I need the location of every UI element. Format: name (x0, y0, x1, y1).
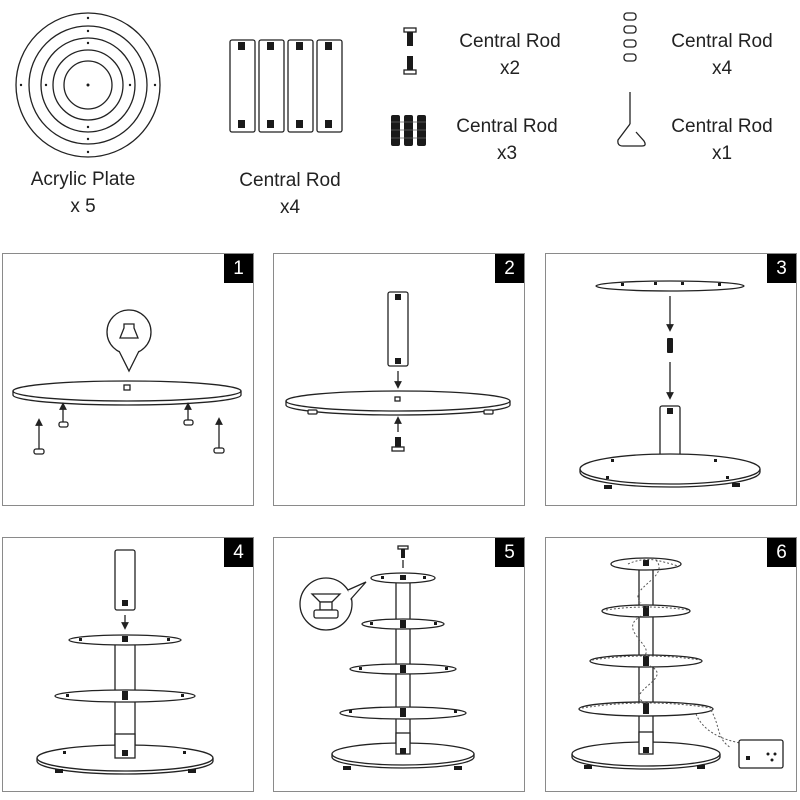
step-4-badge: 4 (224, 538, 253, 567)
hook-illustration (617, 92, 646, 147)
connector-label: Central Rod x3 (437, 113, 577, 167)
long-rods-illustration (229, 39, 343, 133)
acrylic-plate-label: Acrylic Plate x 5 (13, 166, 153, 220)
step-5-drawing (299, 545, 475, 770)
long-rod-label: Central Rod x4 (220, 167, 360, 221)
hook-label: Central Rod x1 (652, 113, 792, 167)
step-6-badge: 6 (767, 538, 796, 567)
step-1-drawing (12, 309, 242, 455)
step-3-panel: 3 (545, 253, 797, 506)
step-4-panel: 4 (2, 537, 254, 792)
step-1-panel: 1 (2, 253, 254, 506)
connector-qty: x3 (496, 143, 518, 164)
acrylic-plate-illustration (15, 12, 161, 158)
hook-name: Central Rod (671, 116, 773, 137)
foot-qty: x4 (711, 58, 733, 79)
acrylic-plate-qty: x 5 (70, 196, 96, 217)
step-6-panel: 6 (545, 537, 797, 792)
step-6-drawing (571, 557, 784, 770)
acrylic-plate-name: Acrylic Plate (30, 169, 136, 190)
step-4-drawing (36, 549, 214, 775)
feet-illustration (623, 12, 637, 62)
screws-illustration (403, 27, 417, 75)
connector-name: Central Rod (456, 116, 558, 137)
step-5-panel: 5 (273, 537, 525, 792)
foot-label: Central Rod x4 (652, 28, 792, 82)
connectors-illustration (391, 115, 426, 146)
foot-name: Central Rod (671, 31, 773, 52)
parts-legend-drawings (15, 12, 646, 158)
long-rod-qty: x4 (279, 197, 301, 218)
screw-label: Central Rod x2 (440, 28, 580, 82)
step-2-panel: 2 (273, 253, 525, 506)
step-3-badge: 3 (767, 254, 796, 283)
screw-qty: x2 (499, 58, 521, 79)
long-rod-name: Central Rod (239, 170, 341, 191)
hook-qty: x1 (711, 143, 733, 164)
step-2-badge: 2 (495, 254, 524, 283)
step-5-badge: 5 (495, 538, 524, 567)
step-1-badge: 1 (224, 254, 253, 283)
step-2-drawing (285, 291, 511, 452)
step-3-drawing (579, 280, 761, 489)
screw-name: Central Rod (459, 31, 561, 52)
